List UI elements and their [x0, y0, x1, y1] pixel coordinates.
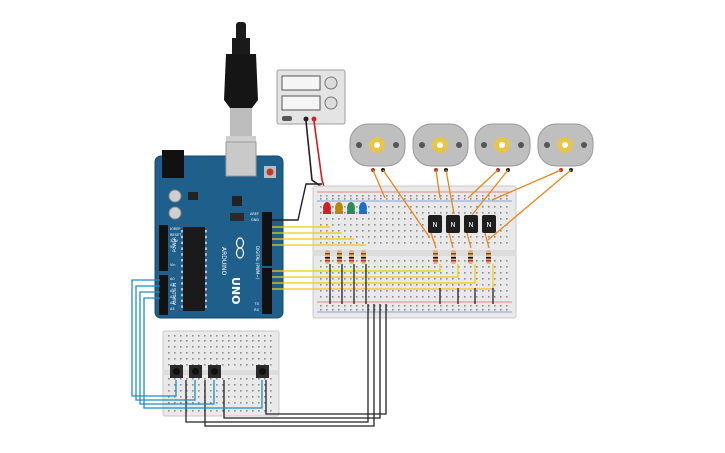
breadboard-gnd-jumpers[interactable]	[329, 264, 494, 304]
pin-label-rx: RX	[254, 308, 259, 312]
transistor-4-label: N	[486, 221, 491, 229]
transistor-1[interactable]: N	[428, 215, 442, 233]
power-supply[interactable]	[276, 69, 346, 125]
transistor-3[interactable]: N	[464, 215, 478, 233]
atmega-chip	[183, 227, 205, 311]
pin-label-a4: A4	[170, 301, 175, 305]
analog-header-label: ANALOG IN	[172, 283, 177, 305]
dc-motor-4[interactable]	[537, 123, 594, 172]
led-red[interactable]	[323, 202, 331, 214]
push-buttons[interactable]	[170, 365, 269, 378]
pin-label-a1: A1	[170, 283, 175, 287]
pin-label-vin: Vin	[170, 263, 176, 267]
arduino-model-text: UNO	[229, 277, 242, 305]
transistor-2-label: N	[450, 221, 455, 229]
digital-header-high[interactable]	[262, 212, 272, 266]
dc-motor-3[interactable]	[474, 123, 531, 172]
gnd-wire-arduino[interactable]	[272, 183, 322, 221]
resistor-led-2[interactable]	[337, 250, 342, 264]
arduino-brand-text: ARDUINO	[220, 247, 227, 276]
pin-label-tx: TX	[253, 302, 259, 306]
arduino-logo	[235, 237, 245, 259]
resistor-led-1[interactable]	[325, 250, 330, 264]
led-yellow[interactable]	[335, 202, 343, 214]
pin-label-reset: RESET	[170, 233, 182, 237]
pin-label-gnd: GND	[251, 218, 259, 222]
pin-label-ioref: IOREF	[170, 227, 180, 231]
resistor-motor-2[interactable]	[451, 250, 456, 264]
pin-label-5v: 5V	[170, 245, 175, 249]
breadboard-holes-small[interactable]	[168, 335, 272, 412]
dc-motor-2[interactable]	[412, 123, 469, 172]
digital-header-low[interactable]	[262, 268, 272, 314]
pin-label-a3: A3	[170, 295, 175, 299]
transistor-2[interactable]: N	[446, 215, 460, 233]
breadboard-holes[interactable]	[320, 195, 508, 311]
main-breadboard[interactable]	[312, 185, 517, 319]
pin-label-a0: A0	[170, 277, 175, 281]
resistor-led-3[interactable]	[349, 250, 354, 264]
motor-wires[interactable]	[372, 169, 572, 249]
supply-knob-bottom[interactable]	[324, 96, 338, 110]
transistor-1-label: N	[432, 221, 437, 229]
push-button-1[interactable]	[170, 365, 183, 378]
pin-label-aref: AREF	[250, 212, 259, 216]
pin-label-3v3: 3.3V	[170, 239, 179, 243]
digital-header-label: DIGITAL (PWM~)	[255, 246, 260, 280]
resistor-motor-3[interactable]	[468, 250, 473, 264]
button-signal-wires[interactable]	[131, 279, 263, 409]
button-gnd-wires[interactable]	[185, 304, 387, 427]
transistor-4[interactable]: N	[482, 215, 496, 233]
leds[interactable]	[323, 202, 367, 214]
usb-cable[interactable]	[224, 22, 258, 146]
motors[interactable]	[349, 123, 594, 172]
supply-knob-top[interactable]	[324, 76, 338, 90]
push-button-4[interactable]	[256, 365, 269, 378]
arduino-uno[interactable]: ARDUINO UNO DIGITAL (PWM~) POWER ANALOG …	[154, 141, 284, 319]
push-button-2[interactable]	[189, 365, 202, 378]
resistor-motor-1[interactable]	[433, 250, 438, 264]
dc-motor-1[interactable]	[349, 123, 406, 172]
resistor-led-4[interactable]	[361, 250, 366, 264]
transistor-3-label: N	[468, 221, 473, 229]
resistor-motor-4[interactable]	[486, 250, 491, 264]
analog-header[interactable]	[159, 275, 168, 315]
pin-label-a2: A2	[170, 289, 175, 293]
reset-button[interactable]	[266, 168, 274, 176]
power-header[interactable]	[159, 225, 168, 271]
push-button-3[interactable]	[208, 365, 221, 378]
pin-label-a5: A5	[170, 307, 175, 311]
led-green[interactable]	[347, 202, 355, 214]
transistors[interactable]: N N N N	[428, 215, 496, 233]
power-header-label: POWER	[172, 237, 177, 252]
resistors[interactable]	[325, 250, 491, 264]
led-signal-wires[interactable]	[272, 226, 366, 246]
led-blue[interactable]	[359, 202, 367, 214]
